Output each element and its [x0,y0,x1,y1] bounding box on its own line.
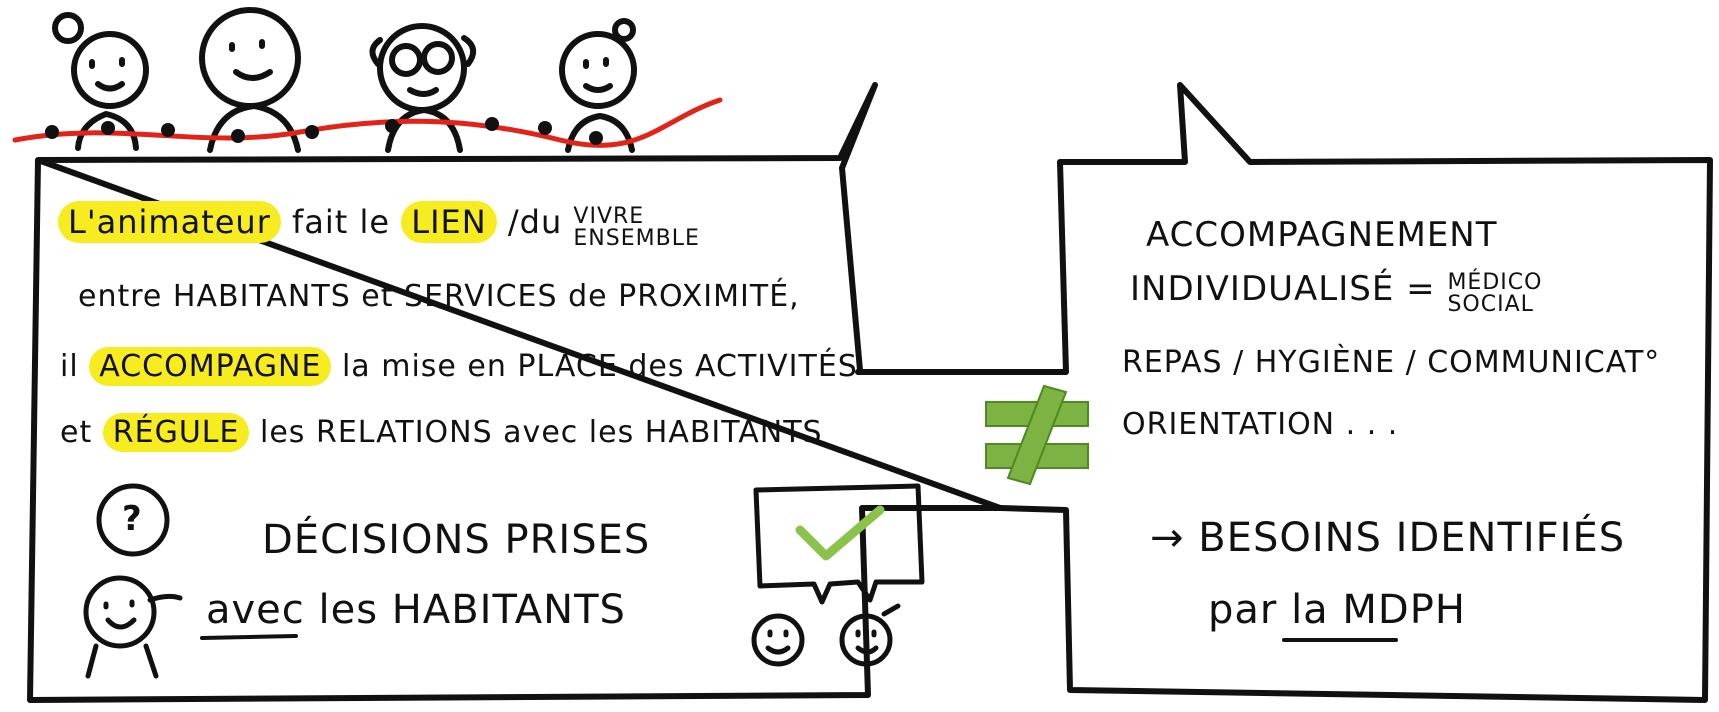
par-la-label: par la [1208,587,1329,633]
highlight-accompagne: ACCOMPAGNE [89,347,332,386]
highlight-lien: LIEN [401,201,497,243]
left-line-1: L'animateur fait le LIEN /du VIVRE ENSEM… [58,201,700,250]
mdph-label: MDPH [1342,587,1466,633]
checkmark-icon [753,483,925,605]
right-line-6: par la MDPH [1208,590,1466,630]
right-speech-bubble [997,82,1713,703]
left-line-2: entre HABITANTS et SERVICES de PROXIMITÉ… [78,279,800,314]
right-line-5: → BESOINS IDENTIFIÉS [1150,515,1626,561]
highlight-animateur: L'animateur [58,201,281,243]
individualise-label: INDIVIDUALISÉ = [1130,269,1436,309]
people-group-icon [52,7,637,153]
hand-dots [45,117,603,145]
left-line-1-mid2: /du [507,203,563,241]
ribbon [12,97,723,148]
right-line-2: INDIVIDUALISÉ = MÉDICO SOCIAL [1130,272,1542,316]
right-line-4: ORIENTATION . . . [1122,407,1399,442]
vivre-ensemble-stack: VIVRE ENSEMBLE [573,206,699,250]
decision-habitants: les HABITANTS [318,587,626,633]
decision-line-2: avec les HABITANTS [206,590,626,630]
left-line-4-prefix: et [60,415,93,450]
left-line-1-mid1: fait le [292,203,391,241]
not-equal-icon [985,384,1089,486]
ensemble-label: ENSEMBLE [573,226,700,251]
left-line-4: et RÉGULE les RELATIONS avec les HABITAN… [60,413,823,452]
decision-line-1: DÉCISIONS PRISES [262,517,651,563]
highlight-regule: RÉGULE [102,413,250,452]
medico-social-stack: MÉDICO SOCIAL [1447,272,1542,316]
medico-label: MÉDICO [1447,270,1543,295]
left-line-3-prefix: il [60,349,79,384]
right-line-1: ACCOMPAGNEMENT [1146,215,1498,255]
smiley-icon [751,603,901,667]
left-line-3: il ACCOMPAGNE la mise en PLACE des ACTIV… [60,347,858,386]
vivre-label: VIVRE [573,204,645,229]
social-label: SOCIAL [1447,292,1534,317]
left-line-3-rest: la mise en PLACE des ACTIVITÉS [341,349,858,384]
right-line-3: REPAS / HYGIÈNE / COMMUNICAT° [1122,345,1661,380]
question-icon [83,483,183,679]
left-line-4-rest: les RELATIONS avec les HABITANTS [260,415,823,450]
decision-avec: avec [206,587,305,633]
question-mark: ? [122,499,143,539]
